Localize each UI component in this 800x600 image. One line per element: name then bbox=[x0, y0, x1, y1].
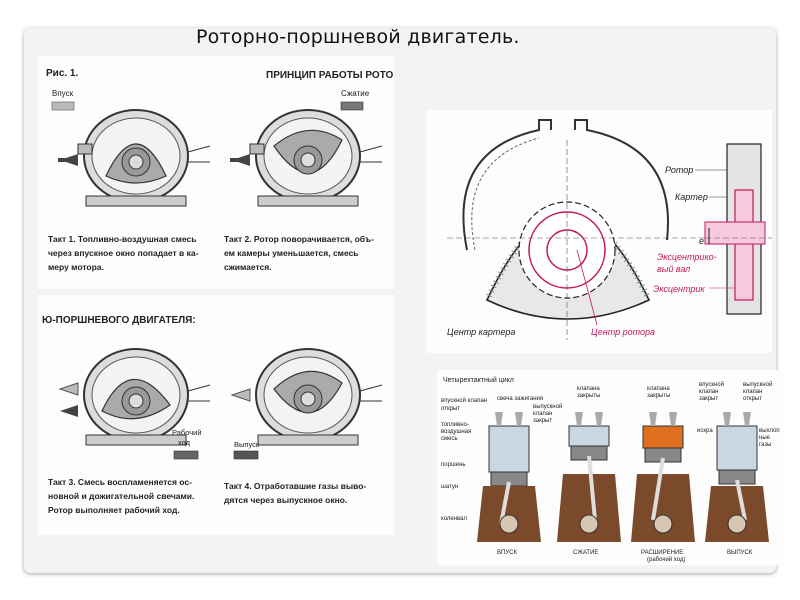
cylinder-intake bbox=[477, 412, 541, 542]
compression-label: Сжатие bbox=[341, 89, 370, 98]
stroke-expansion-note: (рабочий ход) bbox=[647, 556, 685, 563]
spark-plug-label: свеча зажигания bbox=[497, 396, 543, 402]
inlet-label: Впуск bbox=[52, 89, 74, 98]
stroke-compression-label: СЖАТИЕ bbox=[573, 550, 598, 556]
figure-label: Рис. 1. bbox=[46, 68, 78, 79]
rotary-engine-illustration-2 bbox=[230, 109, 383, 207]
cycle-title: Четырехтактный цикл bbox=[443, 376, 514, 384]
piston-label: поршень bbox=[441, 462, 466, 468]
rotor-center-label: Центр ротора bbox=[591, 327, 655, 337]
housing-center-label: Центр картера bbox=[447, 327, 515, 337]
stroke-expansion-label: РАСШИРЕНИЕ bbox=[641, 550, 683, 556]
rotary-engine-illustration-1 bbox=[58, 109, 211, 207]
eccentric-label: Эксцентрик bbox=[653, 284, 705, 294]
exhaust-label: Выпуск bbox=[234, 440, 260, 449]
stroke2-caption: Такт 2. Ротор поворачивается, объ- ем ка… bbox=[224, 234, 376, 272]
stroke-intake-label: ВПУСК bbox=[497, 550, 517, 556]
rotor-label: Ротор bbox=[665, 165, 693, 175]
stroke-exhaust-label: ВЫПУСК bbox=[727, 550, 753, 556]
stroke3-caption: Такт 3. Смесь воспламеняется ос- новной … bbox=[48, 477, 197, 515]
rotary-strokes-3-4-panel: Ю-ПОРШНЕВОГО ДВИГАТЕЛЯ: Рабочий ход bbox=[38, 295, 394, 535]
stroke4-caption: Такт 4. Отработавшие газы выво- дятся че… bbox=[224, 481, 369, 505]
cylinder-expansion bbox=[631, 412, 695, 542]
rotary-strokes-1-2-panel: Рис. 1. ПРИНЦИП РАБОТЫ РОТОРН Впуск Сжат… bbox=[38, 56, 394, 289]
spark-label: искра bbox=[697, 428, 713, 434]
rotor-geometry-panel: Ротор Картер e Эксцентрико- вый вал Эксц… bbox=[427, 110, 772, 353]
crankshaft-label: коленвал bbox=[441, 516, 468, 522]
power-stroke-label: Рабочий ход bbox=[172, 428, 204, 447]
rotary-engine-illustration-4 bbox=[230, 348, 383, 446]
cylinder-exhaust bbox=[705, 412, 769, 542]
cylinder-compression bbox=[557, 412, 621, 542]
eccentricity-mark: e bbox=[699, 236, 704, 246]
eccentric-shaft-label: Эксцентрико- вый вал bbox=[657, 252, 719, 274]
conrod-label: шатун bbox=[441, 484, 458, 490]
housing-label: Картер bbox=[675, 192, 708, 202]
principle-header: ПРИНЦИП РАБОТЫ РОТОРН bbox=[266, 70, 394, 81]
rotary-engine-illustration-3 bbox=[58, 348, 211, 446]
slide-title: Роторно-поршневой двигатель. bbox=[196, 26, 520, 48]
stroke1-caption: Такт 1. Топливно-воздушная смесь через в… bbox=[48, 234, 201, 272]
principle-header-continued: Ю-ПОРШНЕВОГО ДВИГАТЕЛЯ: bbox=[42, 315, 196, 326]
